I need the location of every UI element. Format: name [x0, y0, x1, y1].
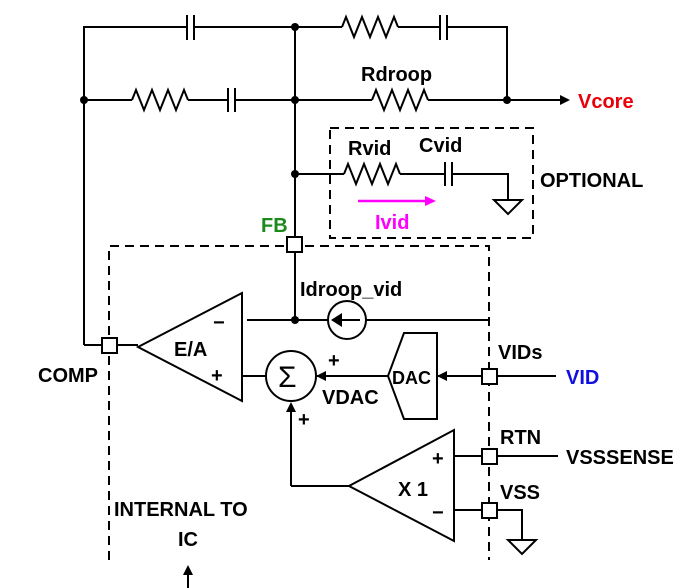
- error-amplifier: [135, 291, 243, 403]
- internal-circuit: [84, 252, 558, 588]
- optional-box: [329, 127, 534, 239]
- ea-label: E/A: [174, 339, 207, 361]
- fb-pin: [286, 236, 303, 253]
- internal-label-line2: IC: [178, 529, 198, 551]
- rdroop-label: Rdroop: [361, 64, 432, 86]
- vcore-arrow: [560, 95, 570, 105]
- vss-label: VSS: [500, 482, 540, 504]
- cvid-label: Cvid: [419, 135, 462, 157]
- vss-pin: [481, 502, 498, 519]
- fb-label: FB: [261, 215, 288, 237]
- vsssense-label: VSSSENSE: [566, 447, 674, 469]
- comp-pin: [101, 337, 118, 354]
- vid-pin: [481, 368, 498, 385]
- vdac-label: VDAC: [322, 387, 379, 409]
- optional-label: OPTIONAL: [540, 170, 643, 192]
- sum-plus-top-label: +: [328, 350, 340, 372]
- x1-label: X 1: [398, 479, 428, 501]
- ea-minus-label: −: [213, 312, 225, 334]
- vids-label: VIDs: [498, 342, 542, 364]
- sum-plus-bottom-label: +: [298, 409, 310, 431]
- ivid-arrow: [358, 196, 436, 206]
- idroop-vid-label: Idroop_vid: [300, 279, 402, 301]
- dac-label: DAC: [392, 368, 431, 388]
- sigma-symbol: Σ: [278, 361, 297, 394]
- x1-plus-label: +: [432, 448, 444, 470]
- vid-label: VID: [566, 367, 599, 389]
- x1-minus-label: −: [432, 502, 444, 524]
- internal-label-line1: INTERNAL TO: [114, 499, 248, 521]
- ea-plus-label: +: [211, 365, 223, 387]
- rtn-pin: [481, 448, 498, 465]
- unity-buffer: [346, 428, 455, 543]
- feedback-network: [80, 14, 560, 345]
- rtn-label: RTN: [500, 427, 541, 449]
- vcore-label: Vcore: [578, 91, 634, 113]
- ivid-label: Ivid: [375, 212, 409, 234]
- rvid-label: Rvid: [348, 138, 391, 160]
- comp-label: COMP: [38, 365, 98, 387]
